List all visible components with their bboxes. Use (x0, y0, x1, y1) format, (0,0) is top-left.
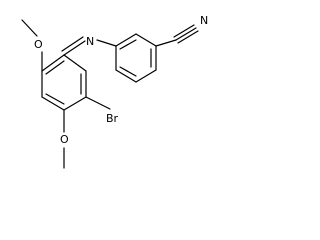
ring-bond (119, 39, 137, 50)
ring-bond (63, 96, 87, 111)
ring-bond (45, 93, 65, 105)
imine-double-bond (61, 36, 84, 52)
ring-bond (115, 33, 137, 47)
nitrile-attachment-bond (155, 39, 177, 47)
methoxy-oxygen-bottom-label: O (60, 133, 69, 146)
atom-labels: N N O Br O (34, 14, 208, 146)
imine-double-bond (63, 40, 86, 56)
ring-bond (45, 60, 65, 75)
nitrile-bond (175, 27, 197, 41)
ring-bond (41, 54, 65, 72)
imine-n-ring-bond (96, 39, 117, 47)
ring-bond (135, 33, 157, 47)
molecule-structure: N N O Br O (21, 14, 208, 169)
nitrile-bond (173, 24, 195, 38)
methoxy-oxygen-top-label: O (34, 38, 43, 51)
imine-nitrogen-label: N (86, 35, 94, 48)
ring-bond (135, 69, 157, 83)
bromine-label: Br (106, 112, 119, 125)
bond-lines (21, 19, 199, 169)
methoxy-top-methyl-bond (21, 19, 38, 37)
nitrile-bond (177, 30, 199, 44)
nitrile-nitrogen-label: N (200, 14, 208, 27)
ring-bond (41, 96, 65, 111)
ring-bond (115, 69, 137, 83)
bromine-bond (85, 96, 111, 110)
ring-bond (119, 66, 137, 77)
ring-bond (63, 54, 87, 72)
